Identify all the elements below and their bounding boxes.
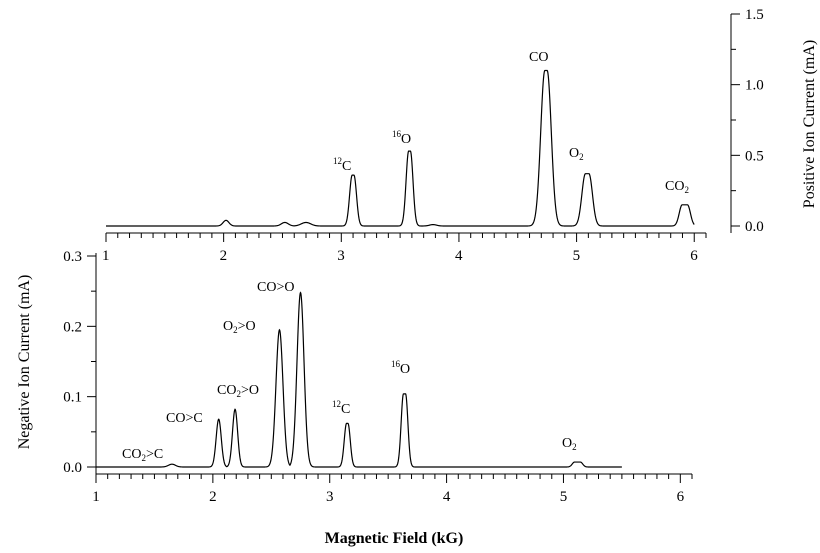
bottom-x-tick-label: 6 xyxy=(677,489,685,505)
negative-ion-panel: 1 2 3 4 5 6 0.0 0.1 0.2 0.3 Negative Ion Current… xyxy=(16,249,693,547)
top-peak-label-o2: O2 xyxy=(569,146,584,162)
bottom-x-ticks: 1 2 3 4 5 6 xyxy=(92,474,693,505)
bottom-y-tick-label: 0.0 xyxy=(63,460,82,476)
bottom-y-ticks: 0.0 0.1 0.2 0.3 xyxy=(63,249,96,476)
top-peak-label-12c: 12C xyxy=(333,156,351,174)
bottom-x-tick-label: 2 xyxy=(209,489,217,505)
positive-ion-trace xyxy=(106,69,695,227)
bottom-y-axis-title: Negative Ion Current (mA) xyxy=(16,275,33,450)
top-y-tick-label: 1.0 xyxy=(745,78,764,94)
bottom-y-tick-label: 0.2 xyxy=(63,319,82,335)
top-x-tick-label: 4 xyxy=(455,248,463,264)
top-y-ticks: 0.0 0.5 1.0 1.5 xyxy=(731,7,764,235)
top-y-tick-label: 0.0 xyxy=(745,219,764,235)
bottom-peak-label-12c: 12C xyxy=(332,399,350,417)
bottom-x-tick-label: 1 xyxy=(92,489,100,505)
top-x-tick-label: 6 xyxy=(690,248,698,264)
top-peak-label-co2: CO2 xyxy=(665,179,689,195)
top-peak-label-co: CO xyxy=(529,50,548,65)
bottom-peak-label-o2: O2 xyxy=(562,436,577,452)
bottom-y-tick-label: 0.3 xyxy=(63,249,82,265)
bottom-x-tick-label: 3 xyxy=(326,489,334,505)
bottom-peak-label-co-o: CO>O xyxy=(257,280,294,295)
top-x-ticks: 1 2 3 4 5 6 xyxy=(102,233,707,264)
top-x-tick-label: 2 xyxy=(220,248,228,264)
bottom-peak-label-co2-c: CO2>C xyxy=(122,447,163,463)
bottom-peak-label-co2-o: CO2>O xyxy=(217,383,259,399)
top-x-tick-label: 5 xyxy=(573,248,581,264)
top-y-tick-label: 0.5 xyxy=(745,148,764,164)
top-y-tick-label: 1.5 xyxy=(745,7,764,23)
top-x-tick-label: 1 xyxy=(102,248,110,264)
top-y-axis-title: Positive Ion Current (mA) xyxy=(801,40,818,208)
bottom-peak-label-co-c: CO>C xyxy=(166,411,203,426)
top-peak-label-16o: 16O xyxy=(392,129,411,147)
negative-ion-trace xyxy=(96,291,622,468)
bottom-y-tick-label: 0.1 xyxy=(63,390,82,406)
x-axis-title: Magnetic Field (kG) xyxy=(325,530,464,547)
bottom-peak-label-o2-o: O2>O xyxy=(223,319,256,335)
bottom-x-tick-label: 4 xyxy=(443,489,451,505)
bottom-x-tick-label: 5 xyxy=(560,489,568,505)
top-x-tick-label: 3 xyxy=(337,248,345,264)
positive-ion-panel: 1 2 3 4 5 6 0.0 0.5 1.0 1.5 Positive Ion Current… xyxy=(102,7,818,264)
bottom-peak-label-16o: 16O xyxy=(391,359,410,377)
